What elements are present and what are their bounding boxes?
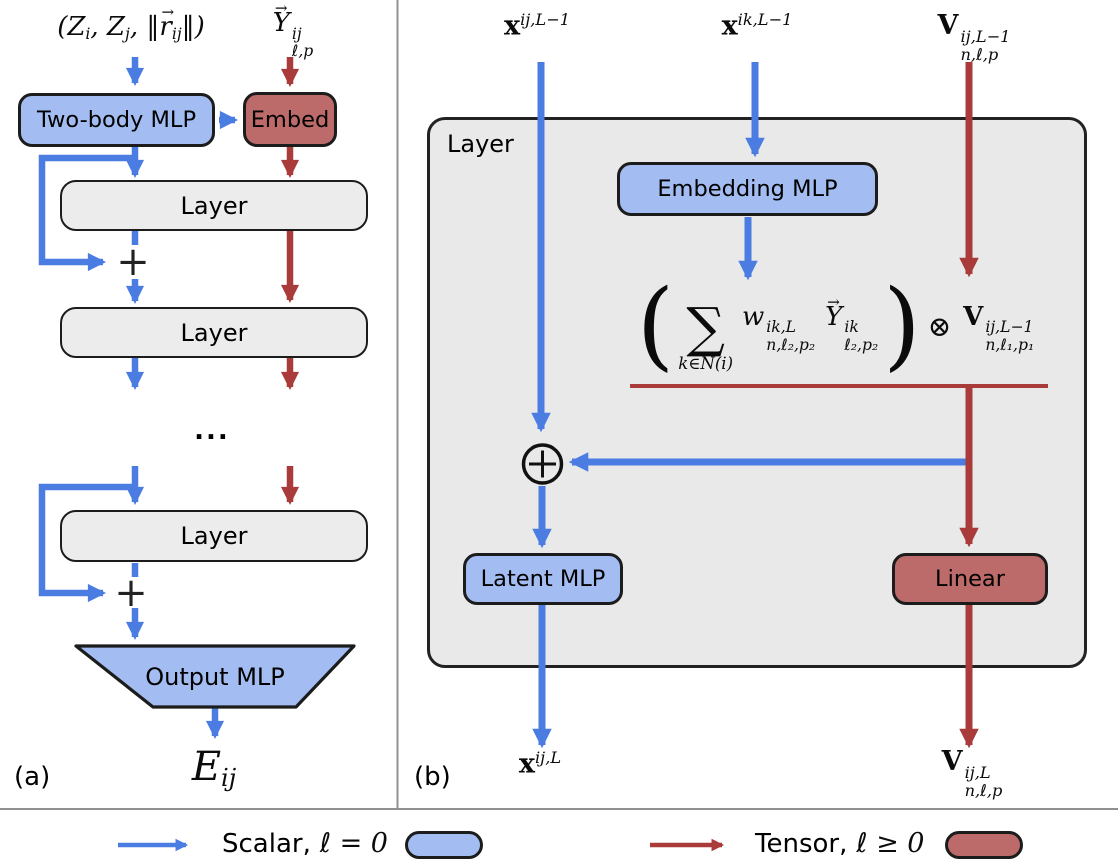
sum-block: ∑ k∈N(i) [678,295,734,373]
layer2-box: Layer [60,307,368,358]
embed-label: Embed [250,106,330,133]
embed-box: Embed [243,92,337,147]
input-x-ik-label: xik,L−1 [721,10,793,42]
sum-sigma: ∑ [686,295,725,359]
layer1-box: Layer [60,180,368,231]
energy-output-label: Eij [191,744,237,792]
output-mlp-label: Output MLP [145,663,285,691]
panel-b-tag: (b) [414,762,451,792]
layer-panel-label: Layer [447,130,514,158]
linear-label: Linear [935,566,1005,592]
embedding-mlp-label: Embedding MLP [657,176,838,202]
plus-node-2: + [114,570,148,616]
output-x-label: xij,L [518,748,562,780]
layer3-label: Layer [180,522,248,550]
plus-node-1: + [116,239,150,285]
legend-scalar-swatch [405,831,483,859]
legend-scalar-math: ℓ = 0 [319,828,388,859]
layer2-label: Layer [180,318,248,347]
legend-scalar-text: Scalar, ℓ = 0 [222,828,388,859]
panel-a-tag: (a) [14,762,51,792]
layer3-box: Layer [60,510,368,562]
legend-tensor-text: Tensor, ℓ ≥ 0 [755,828,924,859]
legend-tensor-word: Tensor, [755,829,848,859]
linear-box: Linear [892,553,1048,605]
embedding-mlp-box: Embedding MLP [617,162,878,216]
input-x-ij-label: xij,L−1 [503,10,571,42]
atomic-numbers-input-label: (Zi, Zj, ‖r→ij‖) [57,2,205,43]
two-body-mlp-box: Two-body MLP [18,93,215,147]
latent-mlp-label: Latent MLP [480,566,606,592]
legend-tensor-math: ℓ ≥ 0 [856,828,925,859]
latent-mlp-box: Latent MLP [463,553,623,605]
legend-scalar-word: Scalar, [222,829,311,859]
repeat-dots: ... [194,416,230,446]
layer1-label: Layer [180,191,248,220]
two-body-mlp-label: Two-body MLP [36,107,197,133]
sum-index: k∈N(i) [678,353,734,373]
legend-tensor-swatch [945,831,1023,859]
otimes-symbol: ⊗ [927,309,952,343]
